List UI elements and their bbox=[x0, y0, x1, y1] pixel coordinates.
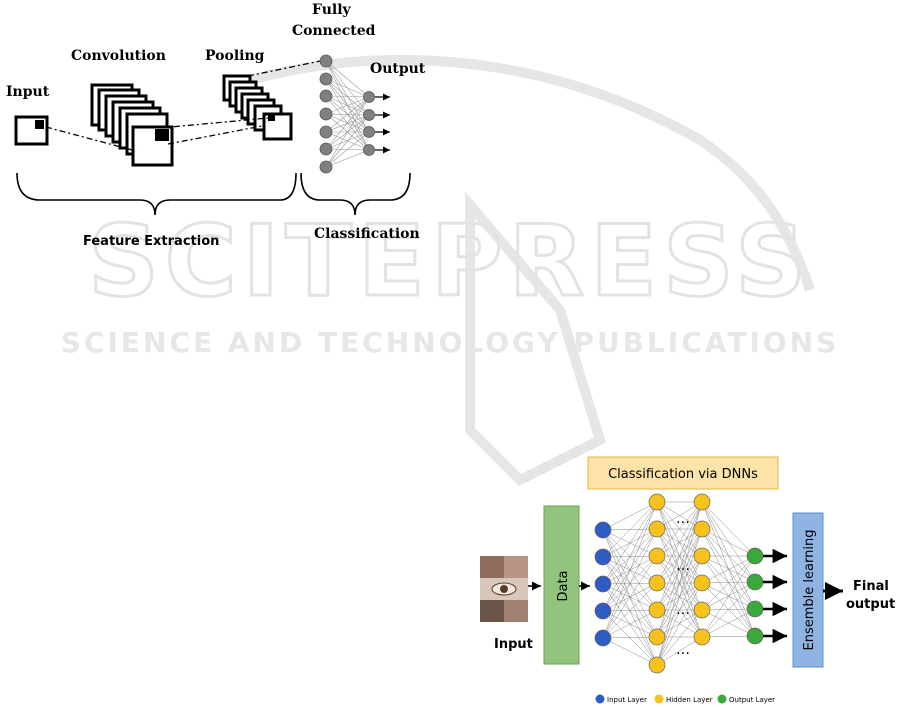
fc-hidden-node bbox=[320, 90, 332, 102]
hidden-layer-node bbox=[694, 494, 710, 510]
input-layer-node bbox=[595, 522, 611, 538]
feature-extraction-label: Feature Extraction bbox=[83, 234, 219, 249]
connection-line bbox=[702, 529, 755, 556]
cnn-convolution-stack bbox=[92, 85, 172, 165]
fc-output-node bbox=[364, 92, 375, 103]
connection-line bbox=[603, 584, 657, 665]
cnn-output-label: Output bbox=[370, 61, 426, 77]
connection-line bbox=[603, 530, 657, 665]
output-layer-node bbox=[747, 574, 763, 590]
connection-line bbox=[603, 502, 657, 638]
legend-output-swatch bbox=[718, 695, 727, 704]
fc-hidden-node bbox=[320, 126, 332, 138]
cnn-pooling-label: Pooling bbox=[205, 48, 265, 64]
connection-line bbox=[603, 502, 657, 584]
connection-line bbox=[326, 97, 369, 114]
fc-output-node bbox=[364, 110, 375, 121]
cnn-conv-kernel bbox=[155, 129, 169, 141]
watermark-sub-text: SCIENCE AND TECHNOLOGY PUBLICATIONS bbox=[61, 326, 840, 359]
output-layer-node bbox=[747, 628, 763, 644]
cnn-pooling-stack bbox=[224, 76, 291, 139]
fc-output-node bbox=[364, 145, 375, 156]
input-layer-node bbox=[595, 630, 611, 646]
dnn-input-label: Input bbox=[494, 637, 533, 652]
output-layer-node bbox=[747, 548, 763, 564]
legend-output-label: Output Layer bbox=[729, 696, 775, 704]
dnn-legend: Input Layer Hidden Layer Output Layer bbox=[596, 695, 776, 705]
hidden-layer-node bbox=[694, 629, 710, 645]
input-layer-node bbox=[595, 603, 611, 619]
final-output-label-2: output bbox=[846, 597, 895, 612]
fc-hidden-node bbox=[320, 143, 332, 155]
ellipsis-1: … bbox=[676, 511, 690, 527]
dnn-header-label: Classification via DNNs bbox=[608, 467, 758, 482]
cnn-fully-label-2: Connected bbox=[292, 23, 376, 39]
cnn-input-image bbox=[16, 117, 47, 144]
hidden-layer-node bbox=[649, 548, 665, 564]
fc-output-node bbox=[364, 127, 375, 138]
fc-hidden-node bbox=[320, 55, 332, 67]
ensemble-learning-label: Ensemble learning bbox=[802, 530, 817, 651]
hidden-layer-node bbox=[694, 602, 710, 618]
output-layer-node bbox=[747, 601, 763, 617]
hidden-layer-node bbox=[649, 494, 665, 510]
connection-line bbox=[702, 609, 755, 637]
ellipsis-2: … bbox=[676, 558, 690, 574]
dnn-network bbox=[595, 494, 787, 673]
watermark: SCITEPRESS SCIENCE AND TECHNOLOGY PUBLIC… bbox=[61, 60, 840, 480]
connection-line bbox=[326, 150, 369, 167]
hidden-layer-node bbox=[694, 575, 710, 591]
data-label: Data bbox=[556, 570, 571, 601]
ellipsis-3: … bbox=[676, 602, 690, 618]
hidden-layer-node bbox=[649, 602, 665, 618]
connection-line bbox=[603, 556, 657, 638]
legend-input-label: Input Layer bbox=[607, 696, 647, 704]
legend-hidden-label: Hidden Layer bbox=[666, 696, 713, 704]
connection-line bbox=[326, 132, 369, 167]
cnn-fully-label-1: Fully bbox=[312, 2, 352, 18]
connection-line bbox=[603, 610, 657, 638]
input-photo-collage bbox=[480, 556, 528, 622]
hidden-layer-node bbox=[694, 521, 710, 537]
cnn-convolution-label: Convolution bbox=[71, 48, 166, 64]
hidden-layer-node bbox=[649, 521, 665, 537]
cnn-pool-kernel bbox=[268, 114, 275, 121]
hidden-layer-node bbox=[694, 548, 710, 564]
fc-hidden-node bbox=[320, 161, 332, 173]
hidden-layer-node bbox=[649, 575, 665, 591]
classification-label: Classification bbox=[314, 226, 420, 242]
connection-line bbox=[603, 502, 657, 530]
legend-input-swatch bbox=[596, 695, 605, 704]
input-layer-node bbox=[595, 576, 611, 592]
legend-hidden-swatch bbox=[655, 695, 664, 704]
fc-hidden-node bbox=[320, 108, 332, 120]
connection-line bbox=[702, 582, 755, 610]
fc-hidden-node bbox=[320, 73, 332, 85]
ellipsis-4: … bbox=[676, 642, 690, 658]
hidden-layer-node bbox=[649, 657, 665, 673]
dnn-diagram: Classification via DNNs Input Data … … …… bbox=[480, 457, 895, 704]
watermark-main-text: SCITEPRESS bbox=[88, 205, 812, 319]
connection-line bbox=[603, 638, 657, 665]
final-output-label-1: Final bbox=[853, 579, 889, 594]
hidden-layer-node bbox=[649, 629, 665, 645]
connection-line bbox=[702, 502, 755, 582]
cnn-input-label: Input bbox=[6, 84, 50, 100]
connection-line bbox=[326, 79, 369, 97]
input-layer-node bbox=[595, 549, 611, 565]
